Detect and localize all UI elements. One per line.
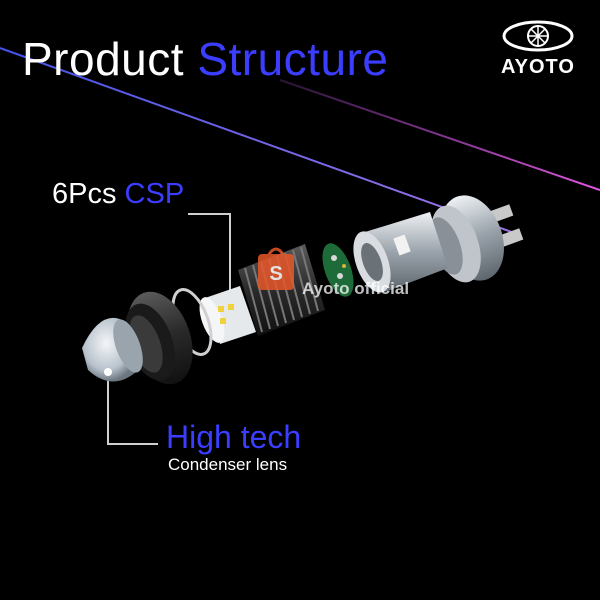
title-prefix: Product <box>22 33 185 85</box>
csp-label: 6Pcs CSP <box>52 180 184 209</box>
csp-label-prefix: 6Pcs <box>52 178 117 210</box>
lens-label-subtitle: Condenser lens <box>168 455 288 474</box>
brand-name: AYOTO <box>501 56 575 78</box>
csp-led-module <box>199 286 256 344</box>
shop-bag-icon: S <box>258 247 294 290</box>
watermark-text: Ayoto official <box>302 279 410 298</box>
driver-circuit-board <box>322 243 354 297</box>
eye-logo-icon <box>502 20 574 52</box>
lens-callout-line <box>107 372 158 445</box>
blue-light-beam <box>0 47 521 236</box>
aluminum-housing <box>353 212 448 293</box>
condenser-lens <box>82 317 143 382</box>
lens-callout-dot <box>104 368 112 376</box>
purple-light-beam <box>279 79 600 191</box>
svg-text:S: S <box>269 263 282 285</box>
title-accent: Structure <box>197 33 389 85</box>
csp-label-accent: CSP <box>124 178 185 210</box>
csp-callout-line <box>188 213 231 298</box>
brand-logo: AYOTO <box>492 14 584 84</box>
page-title: Product Structure <box>22 36 388 82</box>
lens-label-title: High tech <box>166 419 302 455</box>
